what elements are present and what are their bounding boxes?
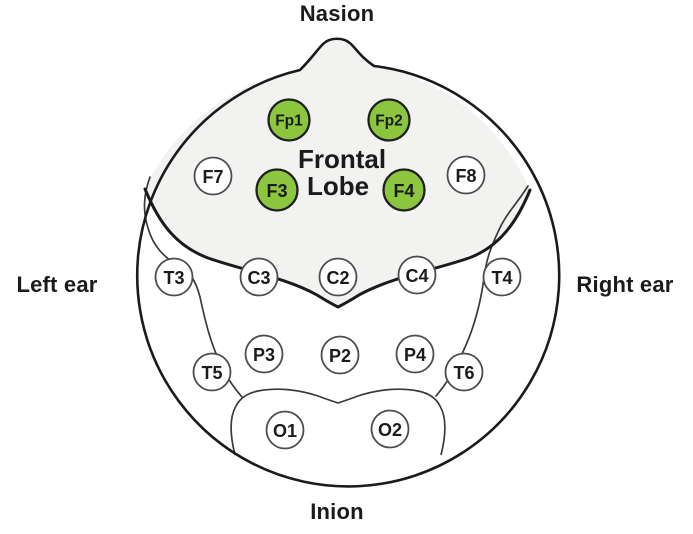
occipital-region	[230, 388, 446, 456]
electrode-label: C2	[326, 268, 349, 288]
frontal-lobe-label-line1: Frontal	[298, 144, 386, 174]
electrode-circle	[367, 98, 411, 142]
electrode-label: T5	[201, 363, 222, 383]
electrode-circle	[370, 409, 410, 449]
electrode-label: T3	[163, 268, 184, 288]
electrode-label: O1	[273, 421, 297, 441]
electrode-t3: T3	[154, 257, 194, 297]
electrode-t5: T5	[192, 352, 232, 392]
electrode-circle	[397, 255, 437, 295]
electrode-f3: F3	[255, 168, 299, 212]
electrode-label: P2	[329, 346, 351, 366]
electrode-circle	[395, 334, 435, 374]
electrode-t4: T4	[482, 257, 522, 297]
electrode-circle	[154, 257, 194, 297]
electrode-label: Fp2	[375, 113, 403, 130]
electrode-o1: O1	[265, 410, 305, 450]
electrode-circle	[318, 257, 358, 297]
electrode-c4: C4	[397, 255, 437, 295]
electrode-p3: P3	[244, 334, 284, 374]
electrode-f8: F8	[446, 155, 486, 195]
electrode-t6: T6	[444, 352, 484, 392]
electrode-label: T6	[453, 363, 474, 383]
electrode-circle	[255, 168, 299, 212]
electrode-f4: F4	[382, 168, 426, 212]
left-ear-label: Left ear	[16, 272, 97, 297]
head-outline	[135, 37, 561, 488]
electrode-label: T4	[491, 268, 512, 288]
electrode-label: F7	[202, 167, 223, 187]
electrode-fp2: Fp2	[367, 98, 411, 142]
electrode-label: P3	[253, 345, 275, 365]
electrode-label: Fp1	[275, 113, 303, 130]
electrode-circle	[265, 410, 305, 450]
electrode-label: F8	[455, 166, 476, 186]
electrode-f7: F7	[193, 156, 233, 196]
electrode-c3: C3	[239, 257, 279, 297]
inion-label: Inion	[310, 499, 364, 524]
electrode-circle	[446, 155, 486, 195]
electrode-circle	[444, 352, 484, 392]
electrode-label: C4	[405, 266, 428, 286]
electrode-circle	[244, 334, 284, 374]
electrode-label: O2	[378, 420, 402, 440]
electrode-circle	[193, 156, 233, 196]
electrode-c2: C2	[318, 257, 358, 297]
electrode-o2: O2	[370, 409, 410, 449]
electrode-circle	[267, 98, 311, 142]
electrode-label: F3	[266, 181, 287, 201]
frontal-lobe-region	[145, 38, 530, 307]
electrode-p4: P4	[395, 334, 435, 374]
electrode-p2: P2	[320, 335, 360, 375]
electrode-circle	[482, 257, 522, 297]
electrode-fp1: Fp1	[267, 98, 311, 142]
frontal-lobe-label-line2: Lobe	[307, 171, 369, 201]
electrode-circle	[382, 168, 426, 212]
electrode-circle	[192, 352, 232, 392]
nasion-label: Nasion	[300, 1, 375, 26]
electrode-label: C3	[247, 268, 270, 288]
right-ear-label: Right ear	[576, 272, 673, 297]
frontal-lobe-boundary-line	[143, 187, 532, 309]
electrode-label: F4	[393, 181, 414, 201]
electrode-circle	[239, 257, 279, 297]
electrode-label: P4	[404, 345, 426, 365]
electrode-circle	[320, 335, 360, 375]
